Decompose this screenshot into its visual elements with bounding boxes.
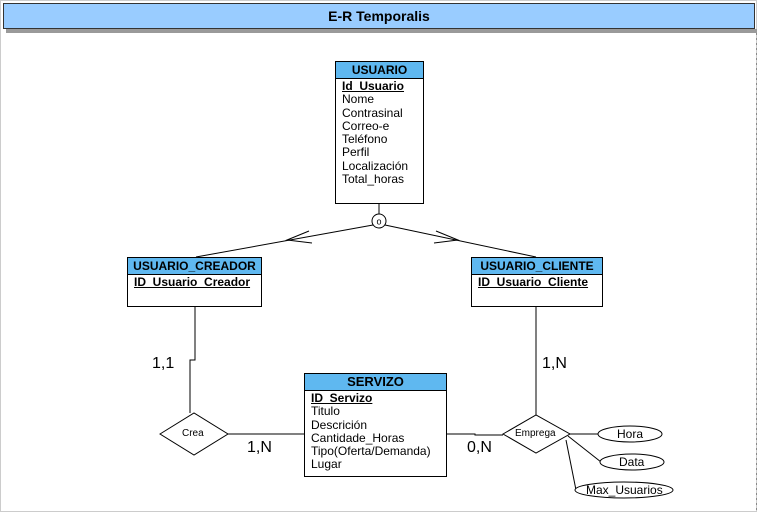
usuario-creador-pk: ID_Usuario_Creador (134, 275, 251, 289)
creador-crea-line (189, 307, 196, 413)
entity-usuario-creador[interactable]: USUARIO_CREADOR ID_Usuario_Creador (127, 257, 262, 307)
usuario-attr: Localización (342, 158, 409, 173)
usuario-cliente-pk: ID_Usuario_Cliente (478, 275, 589, 289)
usuario-attr: Perfil (342, 145, 370, 160)
usuario-attr: Nome (342, 92, 375, 107)
entity-usuario[interactable]: USUARIO Id_Usuario Nome Contrasinal Corr… (335, 61, 424, 204)
subset-arrow-cliente (433, 230, 460, 244)
usuario-attr: Contrasinal (342, 105, 403, 120)
cardinality-servizo-emprega: 0,N (467, 439, 492, 456)
servizo-attr: Cantidade_Horas (311, 430, 405, 445)
servizo-attr: Tipo(Oferta/Demanda) (311, 444, 431, 459)
attr-line-max-usuarios (565, 439, 577, 491)
entity-servizo-name: SERVIZO (305, 374, 446, 391)
cardinality-cliente-emprega: 1,N (542, 355, 567, 372)
attr-ellipse-hora (597, 425, 663, 443)
entity-usuario-cliente[interactable]: USUARIO_CLIENTE ID_Usuario_Cliente (471, 257, 603, 307)
usuario-attr: Correo-e (342, 118, 390, 133)
entity-usuario-creador-name: USUARIO_CREADOR (128, 258, 261, 275)
servizo-attr: Titulo (311, 404, 340, 419)
usuario-pk: Id_Usuario (342, 79, 405, 93)
servizo-pk: ID_Servizo (311, 391, 373, 405)
entity-servizo[interactable]: SERVIZO ID_Servizo Titulo Descrición Can… (304, 373, 447, 477)
servizo-attr: Lugar (311, 457, 342, 472)
attr-line-data (567, 435, 602, 463)
usuario-attr: Teléfono (342, 132, 388, 147)
attr-hora-label: Hora (617, 427, 644, 441)
entity-usuario-name: USUARIO (336, 62, 423, 79)
isa-line-cliente (384, 224, 537, 258)
relationship-crea-label: Crea (182, 428, 204, 439)
servizo-emprega-line (447, 433, 503, 436)
attr-ellipse-max-usuarios (574, 481, 674, 499)
entity-usuario-cliente-name: USUARIO_CLIENTE (472, 258, 602, 275)
diagram-title: E-R Temporalis (3, 3, 755, 29)
specialization-symbol: o (376, 217, 381, 227)
isa-line-creador (195, 224, 374, 258)
specialization-circle (371, 213, 387, 229)
usuario-attr: Total_horas (342, 172, 405, 187)
subset-arrow-creador (285, 230, 313, 244)
attr-max-usuarios-label: Max_Usuarios (586, 483, 663, 497)
servizo-attr: Descrición (311, 417, 368, 432)
relationship-emprega-label: Emprega (515, 428, 556, 439)
attr-data-label: Data (619, 455, 645, 469)
cardinality-creador-crea: 1,1 (152, 355, 175, 372)
title-shadow (6, 29, 757, 33)
cardinality-crea-servizo: 1,N (247, 439, 272, 456)
page-boundary (756, 33, 757, 511)
attr-ellipse-data (599, 453, 665, 471)
